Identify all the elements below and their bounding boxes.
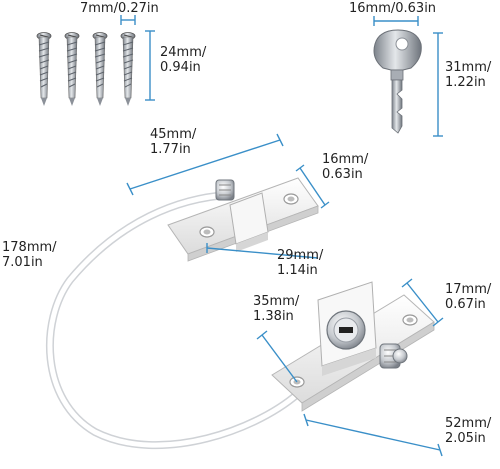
steel-cable-highlight [47,192,305,448]
lock-bracket [271,281,435,412]
cable-clamp-screw [379,343,408,369]
key-illustration [373,29,422,134]
anchor-hole-spacing-label: 29mm/ 1.14in [277,248,324,278]
lock-width-label: 17mm/ 0.67in [445,282,492,312]
anchor-bracket [167,177,319,262]
lock-length-label: 52mm/ 2.05in [445,416,492,446]
key-dimension-lines [373,16,443,137]
anchor-dimension-lines [126,133,330,259]
screw-dimension-lines [120,15,155,101]
screw-3 [92,32,108,106]
key-width-label: 16mm/0.63in [349,1,437,16]
key-length-label: 31mm/ 1.22in [445,60,492,90]
lock-hole-spacing-label: 35mm/ 1.38in [253,294,300,324]
anchor-length-label: 45mm/ 1.77in [150,127,197,157]
screws-group [36,32,136,106]
lock-cylinder-icon [326,310,366,350]
anchor-width-label: 16mm/ 0.63in [322,152,369,182]
screw-width-label: 7mm/0.27in [80,1,159,16]
screw-1 [36,32,52,106]
lock-dimension-lines [256,278,444,457]
screw-length-label: 24mm/ 0.94in [160,45,207,75]
cable-length-label: 178mm/ 7.01in [2,240,57,270]
screw-4 [120,32,136,106]
screw-2 [64,32,80,106]
